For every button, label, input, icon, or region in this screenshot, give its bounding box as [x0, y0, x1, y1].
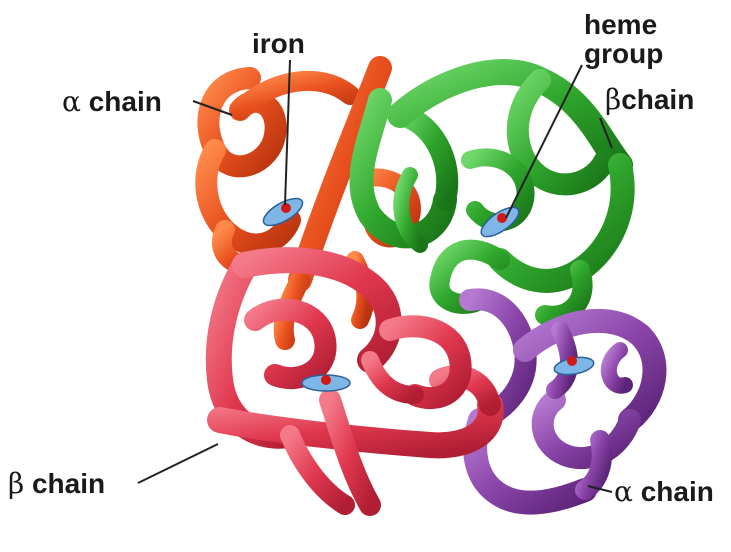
heme-group-alpha-bottom — [553, 355, 595, 378]
label-heme-group: heme group — [584, 10, 663, 69]
label-beta-chain-top: βchain — [605, 86, 694, 114]
label-iron: iron — [252, 30, 305, 58]
label-beta-chain-bottom: β chain — [8, 470, 105, 498]
label-alpha-chain-top: α chain — [62, 88, 162, 116]
beta-chain-top — [361, 72, 622, 316]
leader-line-beta-bottom — [138, 444, 218, 483]
heme-group-beta-bottom — [302, 375, 350, 391]
label-alpha-chain-bottom: α chain — [614, 478, 714, 506]
